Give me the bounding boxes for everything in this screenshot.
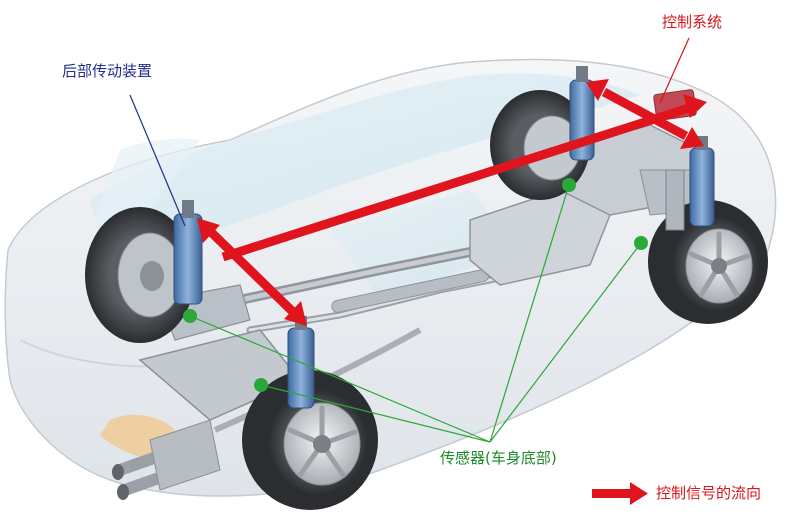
rear-drive-label: 后部传动装置 (62, 62, 153, 80)
sensor-front-left (562, 178, 576, 192)
exhaust-pipes (112, 327, 422, 500)
leader-lines (129, 37, 690, 443)
rear-left-strut (173, 200, 203, 305)
sensor-rear-right (254, 378, 268, 392)
signal-flow-arrows (197, 79, 707, 326)
sensor-dots (183, 178, 648, 392)
sensor-rear-left (183, 309, 197, 323)
sensor-front-right (634, 236, 648, 250)
control-system-leader-line (659, 37, 690, 104)
signal-arrow-long-diagonal (221, 94, 707, 262)
front-right-wheel (648, 200, 768, 324)
signal-arrow-rear-axle (197, 218, 307, 326)
front-right-strut (665, 136, 715, 231)
legend-arrow-icon (592, 482, 648, 505)
rear-right-wheel (242, 370, 378, 510)
legend-label: 控制信号的流向 (656, 484, 762, 502)
sensor-label: 传感器(车身底部) (440, 449, 557, 467)
rear-drive-leader-line (129, 94, 186, 227)
sensor-leader-lines (189, 184, 642, 443)
signal-arrow-front-axle (586, 79, 704, 149)
control-system-label: 控制系统 (662, 13, 723, 31)
rear-left-wheel (85, 207, 195, 343)
